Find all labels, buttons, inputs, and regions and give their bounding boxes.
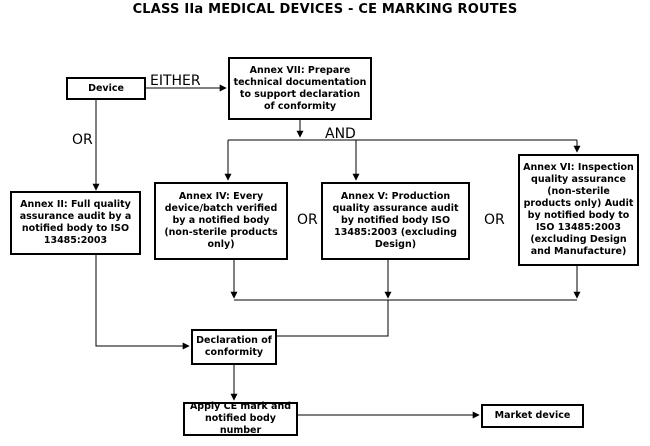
node-declaration: Declaration of conformity [191, 329, 277, 365]
node-annex-v: Annex V: Production quality assurance au… [321, 182, 470, 260]
edge-merge-declaration [277, 300, 389, 337]
node-annex-vi: Annex VI: Inspection quality assurance (… [518, 154, 639, 266]
label-or-mid1: OR [297, 212, 318, 228]
diagram-title: CLASS IIa MEDICAL DEVICES - CE MARKING R… [132, 2, 518, 17]
label-or-mid2: OR [484, 212, 505, 228]
node-market: Market device [481, 404, 584, 428]
node-apply-ce: Apply CE mark and notified body number [183, 401, 298, 436]
node-annex-vii: Annex VII: Prepare technical documentati… [228, 57, 372, 120]
node-device: Device [66, 77, 146, 100]
node-annex-ii: Annex II: Full quality assurance audit b… [10, 191, 141, 255]
label-or-left: OR [72, 132, 93, 148]
label-either: EITHER [150, 73, 201, 89]
label-and: AND [325, 126, 356, 142]
node-annex-iv: Annex IV: Every device/batch verified by… [154, 182, 288, 260]
edge-annex-ii-declaration [95, 255, 190, 350]
